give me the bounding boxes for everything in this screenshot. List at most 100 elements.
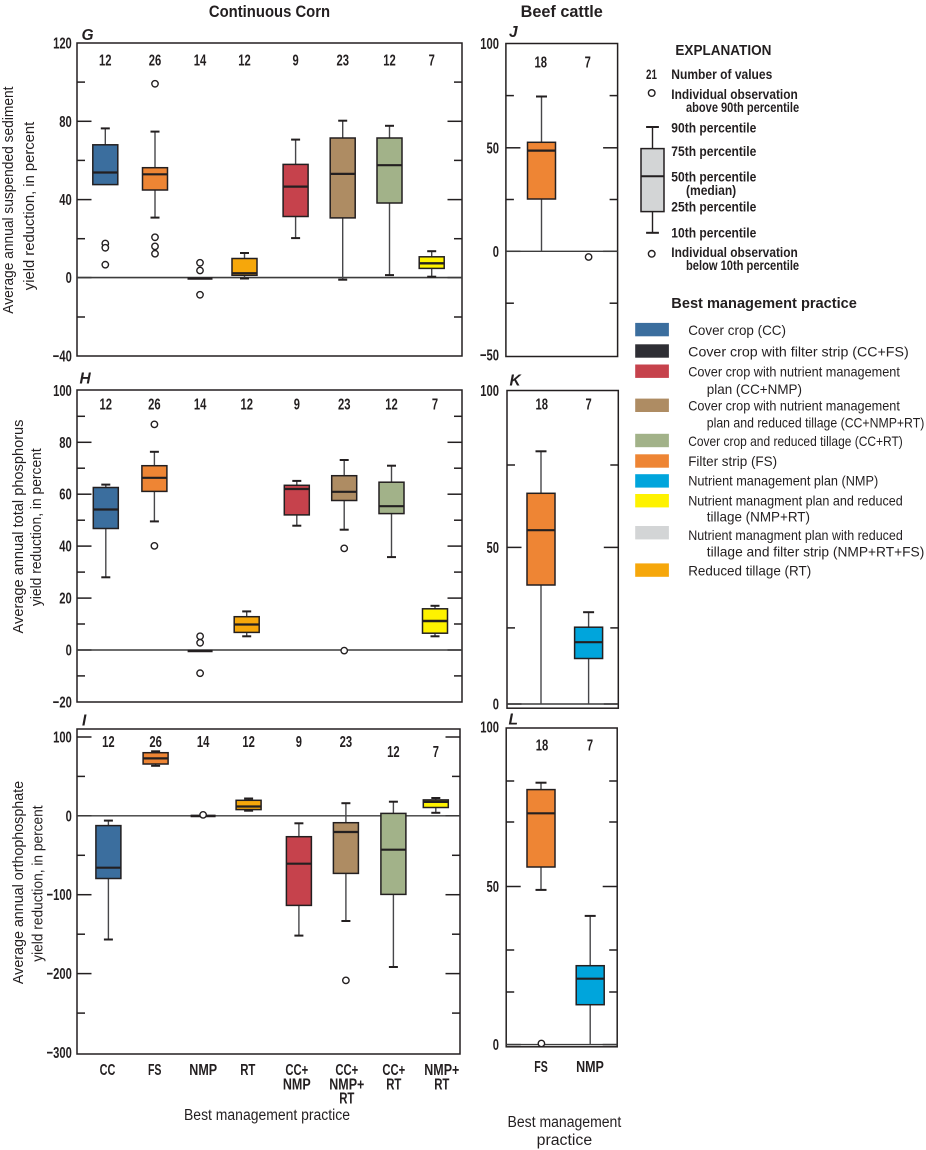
svg-text:9: 9	[296, 734, 302, 751]
svg-text:7: 7	[587, 738, 593, 755]
svg-text:100: 100	[480, 720, 499, 737]
svg-text:Number of values: Number of values	[671, 66, 772, 82]
svg-text:J: J	[509, 24, 518, 41]
svg-text:L: L	[509, 712, 518, 729]
svg-text:plan and reduced tillage (CC+N: plan and reduced tillage (CC+NMP+RT)	[707, 415, 925, 431]
svg-text:12: 12	[238, 53, 251, 70]
svg-text:7: 7	[429, 53, 435, 70]
svg-text:Nutrient managment plan with r: Nutrient managment plan with reduced	[688, 527, 903, 543]
svg-text:CC+: CC+	[335, 1062, 358, 1079]
svg-text:12: 12	[240, 397, 253, 414]
svg-text:23: 23	[338, 397, 351, 414]
svg-text:tillage (NMP+RT): tillage (NMP+RT)	[707, 509, 810, 525]
svg-text:25th percentile: 25th percentile	[671, 199, 756, 215]
svg-text:−20: −20	[53, 694, 72, 711]
svg-text:80: 80	[59, 114, 72, 131]
svg-text:23: 23	[336, 53, 349, 70]
svg-text:CC+: CC+	[382, 1062, 405, 1079]
svg-text:CC+: CC+	[285, 1062, 308, 1079]
svg-text:Nutrient management plan (NMP): Nutrient management plan (NMP)	[688, 473, 878, 489]
svg-text:0: 0	[66, 643, 72, 660]
svg-text:Filter strip (FS): Filter strip (FS)	[688, 453, 777, 469]
svg-text:Beef cattle: Beef cattle	[521, 3, 603, 21]
svg-text:FS: FS	[534, 1059, 548, 1076]
svg-text:26: 26	[148, 397, 161, 414]
svg-text:−40: −40	[53, 349, 72, 366]
svg-text:yield reduction, in percent: yield reduction, in percent	[21, 121, 38, 290]
svg-text:7: 7	[585, 54, 591, 71]
svg-text:Cover crop and reduced tillage: Cover crop and reduced tillage (CC+RT)	[688, 433, 903, 449]
svg-text:yield reduction, in percent: yield reduction, in percent	[30, 805, 47, 962]
svg-text:EXPLANATION: EXPLANATION	[675, 43, 771, 59]
svg-text:26: 26	[149, 734, 162, 751]
svg-text:H: H	[80, 371, 92, 388]
svg-text:NMP+: NMP+	[329, 1076, 364, 1093]
svg-text:tillage and filter strip (NMP+: tillage and filter strip (NMP+RT+FS)	[707, 544, 925, 560]
svg-text:I: I	[82, 713, 87, 730]
svg-text:50: 50	[487, 540, 500, 557]
svg-text:0: 0	[66, 270, 72, 287]
svg-text:0: 0	[493, 697, 499, 714]
svg-text:18: 18	[535, 54, 548, 71]
svg-text:RT: RT	[434, 1076, 449, 1093]
svg-text:12: 12	[102, 734, 115, 751]
svg-text:90th percentile: 90th percentile	[671, 120, 756, 136]
svg-text:40: 40	[59, 539, 72, 556]
svg-text:G: G	[82, 27, 94, 44]
svg-text:NMP: NMP	[576, 1059, 604, 1076]
svg-text:9: 9	[293, 53, 299, 70]
svg-text:plan (CC+NMP): plan (CC+NMP)	[707, 381, 802, 397]
svg-text:Nutrient managment plan and re: Nutrient managment plan and reduced	[688, 493, 903, 509]
svg-text:Cover crop with nutrient manag: Cover crop with nutrient management	[688, 398, 900, 414]
svg-text:Cover crop with filter strip (: Cover crop with filter strip (CC+FS)	[688, 344, 909, 360]
svg-text:0: 0	[66, 808, 72, 825]
svg-text:7: 7	[433, 744, 439, 761]
svg-text:12: 12	[99, 53, 112, 70]
svg-text:Average annual suspended sedim: Average annual suspended sediment	[0, 86, 17, 314]
svg-text:14: 14	[197, 734, 210, 751]
svg-text:100: 100	[480, 36, 499, 53]
svg-text:Best management practice: Best management practice	[671, 296, 857, 312]
svg-text:12: 12	[383, 53, 396, 70]
svg-text:Continuous Corn: Continuous Corn	[209, 3, 330, 21]
svg-text:21: 21	[646, 66, 657, 82]
svg-text:NMP: NMP	[189, 1062, 217, 1079]
svg-text:18: 18	[536, 738, 549, 755]
svg-text:K: K	[510, 373, 523, 390]
svg-text:−50: −50	[480, 348, 499, 365]
svg-text:NMP+: NMP+	[424, 1062, 459, 1079]
svg-text:practice: practice	[537, 1132, 593, 1149]
svg-text:50th percentile: 50th percentile	[671, 169, 756, 185]
svg-text:RT: RT	[386, 1076, 401, 1093]
svg-text:Reduced tillage (RT): Reduced tillage (RT)	[688, 563, 811, 579]
svg-text:RT: RT	[339, 1091, 354, 1108]
svg-text:14: 14	[194, 397, 207, 414]
svg-text:75th percentile: 75th percentile	[671, 143, 756, 159]
svg-text:Individual observation: Individual observation	[671, 86, 798, 102]
svg-text:Best management: Best management	[508, 1114, 622, 1131]
svg-text:12: 12	[385, 397, 398, 414]
svg-text:NMP: NMP	[283, 1076, 311, 1093]
svg-text:above 90th percentile: above 90th percentile	[686, 99, 799, 115]
svg-text:23: 23	[340, 734, 353, 751]
svg-text:10th percentile: 10th percentile	[671, 224, 756, 240]
svg-text:20: 20	[59, 591, 72, 608]
svg-text:Cover crop (CC): Cover crop (CC)	[688, 322, 786, 338]
svg-text:FS: FS	[148, 1062, 162, 1079]
svg-text:Best management practice: Best management practice	[184, 1107, 350, 1124]
svg-text:26: 26	[149, 53, 162, 70]
svg-text:below 10th percentile: below 10th percentile	[686, 257, 799, 273]
svg-text:50: 50	[487, 140, 500, 157]
svg-text:yield reduction, in percent: yield reduction, in percent	[28, 448, 45, 607]
svg-text:100: 100	[53, 383, 72, 400]
svg-text:0: 0	[493, 244, 499, 261]
svg-text:−200: −200	[47, 966, 72, 983]
svg-text:100: 100	[480, 383, 499, 400]
svg-text:9: 9	[294, 397, 300, 414]
svg-text:(median): (median)	[686, 182, 736, 198]
svg-text:18: 18	[535, 397, 548, 414]
svg-text:7: 7	[586, 397, 592, 414]
svg-text:Individual observation: Individual observation	[671, 244, 798, 260]
svg-text:CC: CC	[100, 1062, 116, 1079]
svg-text:−300: −300	[47, 1045, 72, 1062]
